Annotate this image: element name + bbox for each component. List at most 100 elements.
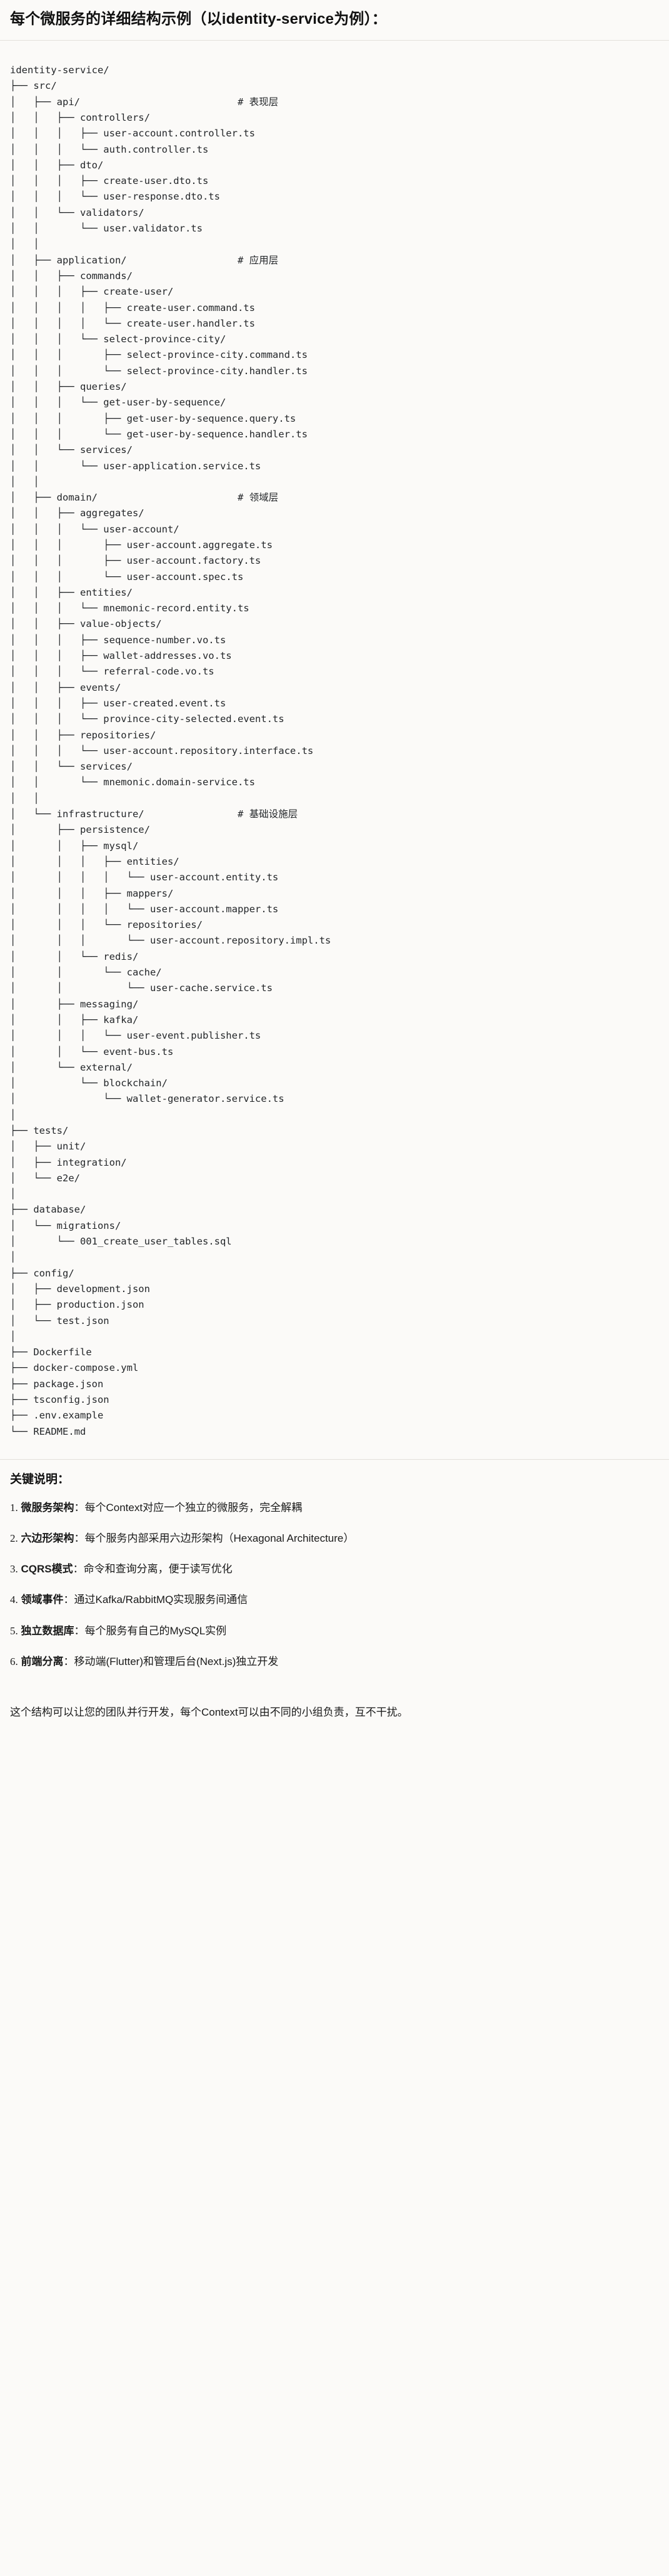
tree-line: └── README.md (10, 1425, 86, 1437)
tree-line: │ │ │ └── referral-code.vo.ts (10, 666, 214, 678)
tree-line: │ │ │ ├── create-user/ (10, 286, 174, 298)
tree-line: │ │ ├── queries/ (10, 381, 127, 393)
key-note-separator: ： (74, 1624, 85, 1637)
tree-line: │ │ │ │ ├── create-user.command.ts (10, 302, 255, 313)
tree-line: │ │ │ │ └── user-account.entity.ts (10, 872, 279, 883)
key-note-description: 通过Kafka/RabbitMQ实现服务间通信 (74, 1594, 248, 1606)
page-title: 每个微服务的详细结构示例（以identity-service为例）： (10, 11, 387, 28)
key-note-description: 每个服务有自己的MySQL实例 (84, 1624, 227, 1637)
tree-line: │ │ └── event-bus.ts (10, 1046, 174, 1057)
tree-line: │ │ ├── repositories/ (10, 729, 156, 741)
key-note-term: 独立数据库 (21, 1624, 74, 1637)
tree-line: ├── tests/ (10, 1124, 69, 1136)
tree-line: │ │ │ └── province-city-selected.event.t… (10, 713, 284, 725)
key-note-separator: ： (74, 1501, 85, 1514)
tree-line: │ │ (10, 792, 39, 804)
tree-line: │ │ │ ├── wallet-addresses.vo.ts (10, 650, 232, 662)
tree-line: │ │ ├── events/ (10, 681, 121, 693)
tree-line: │ │ │ └── user-account.repository.impl.t… (10, 935, 331, 947)
tree-line: ├── src/ (10, 80, 57, 92)
closing-paragraph: 这个结构可以让您的团队并行开发，每个Context可以由不同的小组负责，互不干扰… (10, 1706, 408, 1719)
tree-line: │ ├── production.json (10, 1299, 144, 1311)
tree-line: │ │ │ └── user-account.spec.ts (10, 571, 244, 583)
key-note-index: 5. (10, 1624, 18, 1637)
key-notes-title: 关键说明： (10, 1473, 70, 1487)
tree-line: │ (10, 1188, 16, 1200)
tree-line: │ (10, 1330, 16, 1342)
tree-line: │ │ │ └── auth.controller.ts (10, 143, 209, 155)
key-note-term: 前端分离 (21, 1655, 64, 1667)
tree-line: │ │ └── validators/ (10, 206, 144, 218)
document-page: 每个微服务的详细结构示例（以identity-service为例）： ident… (0, 11, 669, 1719)
tree-line: │ │ │ └── get-user-by-sequence.handler.t… (10, 428, 308, 440)
key-note-term: 领域事件 (21, 1594, 64, 1606)
tree-line: │ │ │ └── get-user-by-sequence/ (10, 397, 226, 409)
tree-line: │ │ │ └── mnemonic-record.entity.ts (10, 603, 249, 614)
tree-line: │ │ ├── aggregates/ (10, 507, 144, 519)
key-note-index: 1. (10, 1501, 18, 1514)
tree-line: ├── config/ (10, 1267, 74, 1279)
tree-line: │ │ (10, 238, 39, 250)
key-note-item: 6. 前端分离：移动端(Flutter)和管理后台(Next.js)独立开发 (10, 1653, 659, 1670)
tree-line: │ │ │ ├── select-province-city.command.t… (10, 349, 308, 361)
key-note-item: 3. CQRS模式：命令和查询分离，便于读写优化 (10, 1560, 659, 1577)
tree-line: ├── .env.example (10, 1410, 104, 1422)
tree-line: │ │ └── redis/ (10, 950, 139, 962)
key-note-separator: ： (63, 1594, 74, 1606)
key-note-description: 命令和查询分离，便于读写优化 (83, 1563, 233, 1576)
tree-line: │ └── blockchain/ (10, 1077, 168, 1089)
tree-line: │ ├── api/ # 表现层 (10, 96, 279, 108)
key-note-separator: ： (63, 1655, 74, 1667)
tree-line: │ │ ├── value-objects/ (10, 618, 162, 630)
key-note-index: 6. (10, 1655, 18, 1667)
key-note-term: CQRS模式 (21, 1563, 73, 1576)
tree-line: │ │ ├── entities/ (10, 586, 133, 598)
key-note-item: 2. 六边形架构：每个服务内部采用六边形架构（Hexagonal Archite… (10, 1530, 659, 1547)
tree-line: │ │ └── user-cache.service.ts (10, 982, 273, 994)
tree-line: │ │ │ ├── entities/ (10, 855, 179, 867)
directory-tree: identity-service/├── src/│ ├── api/ # 表现… (0, 50, 669, 1450)
tree-line: ├── tsconfig.json (10, 1394, 109, 1406)
tree-line: │ (10, 1251, 16, 1263)
tree-line: │ │ │ └── user-response.dto.ts (10, 191, 220, 203)
tree-divider (0, 1459, 669, 1460)
key-note-separator: ： (73, 1563, 84, 1576)
tree-line: │ ├── domain/ # 领域层 (10, 492, 279, 504)
tree-line: │ │ └── user-application.service.ts (10, 460, 261, 472)
tree-line: │ └── e2e/ (10, 1172, 80, 1184)
tree-line: │ │ ├── commands/ (10, 270, 133, 282)
tree-line: │ │ │ └── user-account/ (10, 523, 179, 535)
tree-line: │ └── infrastructure/ # 基础设施层 (10, 808, 298, 820)
tree-line: │ │ │ ├── user-account.factory.ts (10, 555, 261, 567)
tree-line: │ │ └── cache/ (10, 967, 162, 979)
tree-line: ├── database/ (10, 1204, 86, 1216)
tree-line: ├── Dockerfile (10, 1347, 92, 1358)
tree-line: │ │ │ │ └── create-user.handler.ts (10, 317, 255, 329)
tree-line: │ └── 001_create_user_tables.sql (10, 1236, 232, 1248)
tree-line: │ │ ├── controllers/ (10, 111, 150, 123)
tree-line: │ │ │ ├── mappers/ (10, 887, 174, 899)
tree-line: │ │ │ └── user-event.publisher.ts (10, 1030, 261, 1042)
tree-line: │ ├── application/ # 应用层 (10, 254, 279, 266)
tree-line: │ │ └── mnemonic.domain-service.ts (10, 776, 255, 788)
key-note-term: 微服务架构 (21, 1501, 74, 1514)
key-note-description: 每个服务内部采用六边形架构（Hexagonal Architecture） (84, 1532, 355, 1545)
key-note-separator: ： (74, 1532, 85, 1545)
tree-line: │ ├── development.json (10, 1283, 150, 1295)
tree-line: │ └── external/ (10, 1061, 133, 1073)
tree-line: │ │ └── services/ (10, 444, 133, 456)
key-note-index: 4. (10, 1594, 18, 1606)
key-note-description: 移动端(Flutter)和管理后台(Next.js)独立开发 (74, 1655, 279, 1667)
tree-line: │ │ ├── mysql/ (10, 840, 139, 852)
tree-line: │ │ │ ├── sequence-number.vo.ts (10, 634, 226, 646)
tree-line: │ │ ├── dto/ (10, 159, 104, 171)
tree-line: │ │ │ └── repositories/ (10, 919, 203, 931)
tree-line: │ │ ├── kafka/ (10, 1014, 139, 1026)
key-note-description: 每个Context对应一个独立的微服务，完全解耦 (84, 1501, 303, 1514)
tree-line: │ │ └── services/ (10, 761, 133, 773)
tree-line: │ ├── unit/ (10, 1141, 86, 1153)
tree-line: │ └── migrations/ (10, 1219, 121, 1231)
tree-line: │ │ │ ├── create-user.dto.ts (10, 175, 209, 187)
